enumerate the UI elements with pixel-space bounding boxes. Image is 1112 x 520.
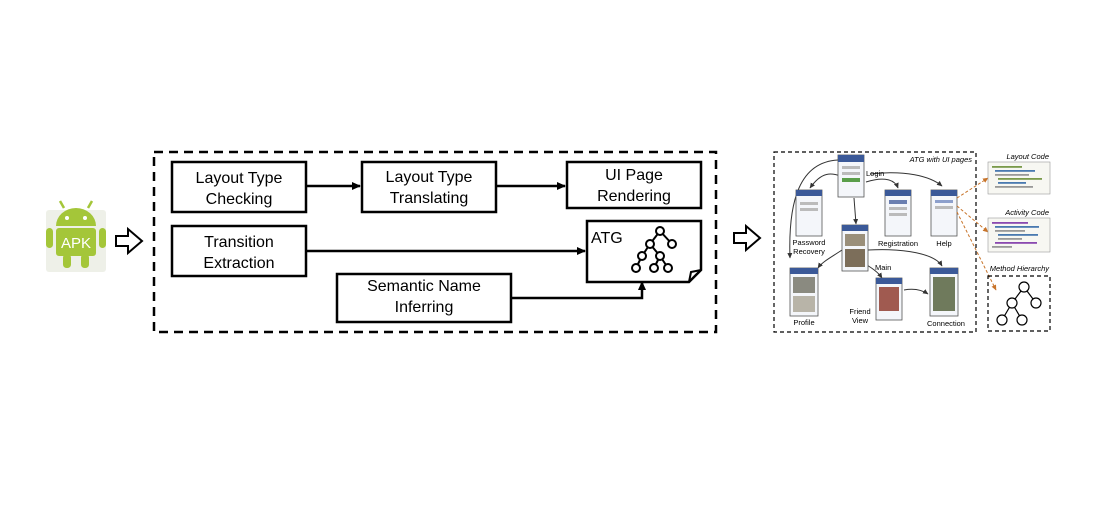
svg-text:Password: Password [793, 238, 826, 247]
activity-code-panel: Activity Code [987, 208, 1051, 253]
svg-text:View: View [852, 316, 869, 325]
flow-arrow-pipeline-to-output [733, 223, 762, 253]
apk-android-icon: APK [46, 200, 106, 272]
svg-text:Recovery: Recovery [793, 247, 825, 256]
svg-text:UI Page: UI Page [605, 167, 663, 184]
ui-page-friend-view: Friend View [849, 277, 903, 325]
ui-page-help: Help [930, 189, 958, 248]
ui-page-registration: Registration [878, 189, 918, 248]
method-tree-icon [996, 281, 1042, 326]
svg-text:Extraction: Extraction [203, 255, 274, 272]
atg-tree-icon [631, 226, 677, 273]
atg-label: ATG [591, 230, 623, 247]
atg-ui-pages-container [773, 151, 977, 333]
svg-text:Layout Code: Layout Code [1006, 152, 1049, 161]
svg-text:Inferring: Inferring [395, 299, 454, 316]
svg-text:Help: Help [936, 239, 951, 248]
ui-page-connection: Connection [927, 267, 965, 328]
method-hierarchy-panel: Method Hierarchy [987, 264, 1051, 332]
atg-document: ATG [585, 219, 703, 284]
pipeline-container [152, 150, 718, 334]
svg-text:Translating: Translating [390, 190, 469, 207]
svg-text:Registration: Registration [878, 239, 918, 248]
svg-text:Layout Type: Layout Type [196, 170, 283, 187]
svg-text:Checking: Checking [206, 191, 273, 208]
pipeline-arrows [306, 182, 646, 300]
ui-page-password-recovery: Password Recovery [793, 189, 826, 256]
svg-text:Method Hierarchy: Method Hierarchy [990, 264, 1050, 273]
apk-label: APK [61, 235, 91, 252]
transition-extraction-box: Transition Extraction [170, 224, 308, 278]
svg-text:Semantic Name: Semantic Name [367, 278, 481, 295]
layout-type-checking-box: Layout Type Checking [170, 160, 308, 214]
svg-text:Main: Main [875, 263, 891, 272]
arrow-semantic-to-atg [511, 281, 646, 300]
atg-ui-pages-title: ATG with UI pages [909, 155, 973, 164]
flow-arrow-apk-to-pipeline [115, 226, 144, 256]
svg-text:Layout Type: Layout Type [386, 169, 473, 186]
ui-page-profile: Profile [789, 267, 819, 327]
svg-text:Login: Login [866, 169, 884, 178]
semantic-name-inferring-box: Semantic Name Inferring [335, 272, 513, 324]
svg-text:Rendering: Rendering [597, 188, 671, 205]
code-links [956, 177, 997, 291]
svg-text:Connection: Connection [927, 319, 965, 328]
ui-page-login: Login [837, 154, 884, 198]
svg-text:Profile: Profile [793, 318, 814, 327]
layout-code-panel: Layout Code [987, 152, 1051, 195]
ui-page-main: Main [841, 224, 891, 272]
svg-text:Activity Code: Activity Code [1004, 208, 1049, 217]
layout-type-translating-box: Layout Type Translating [360, 160, 498, 214]
ui-page-rendering-box: UI Page Rendering [565, 160, 703, 210]
ui-transition-edges [787, 159, 943, 295]
svg-text:Transition: Transition [204, 234, 274, 251]
svg-text:Friend: Friend [849, 307, 870, 316]
